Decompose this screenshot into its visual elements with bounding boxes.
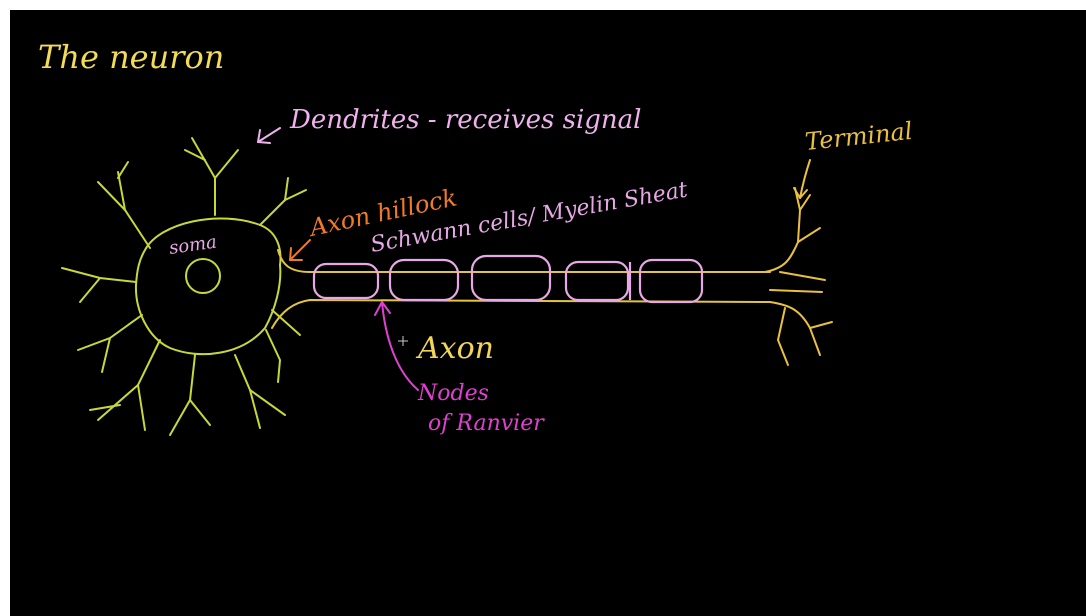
schwann-cell [566,262,628,300]
soma-label: soma [168,231,218,258]
dendrites-label: Dendrites - receives signal [289,105,641,135]
dendrites [62,138,306,435]
myelin-sheath [314,256,702,302]
terminal-label: Terminal [804,117,914,156]
dendrites-arrow [258,128,280,143]
axon-hillock-arrow [290,240,310,260]
terminal-arrow [794,160,810,198]
schwann-cell [640,260,702,302]
neuron-diagram: The neuron Dendrites - receives signal T… [10,10,1086,616]
nodes-label-line2: of Ranvier [428,411,545,436]
schwann-cell [472,256,550,300]
diagram-title: The neuron [38,38,224,76]
schwann-cell [390,260,458,300]
axon-label: Axon [415,331,494,366]
schwann-cell [314,264,378,298]
blackboard: The neuron Dendrites - receives signal T… [10,10,1086,616]
nodes-arrow [375,302,418,390]
nodes-label-line1: Nodes [417,381,489,406]
cursor-crosshair-icon [398,336,408,346]
nucleus [186,259,220,293]
axon-terminal [765,188,832,365]
